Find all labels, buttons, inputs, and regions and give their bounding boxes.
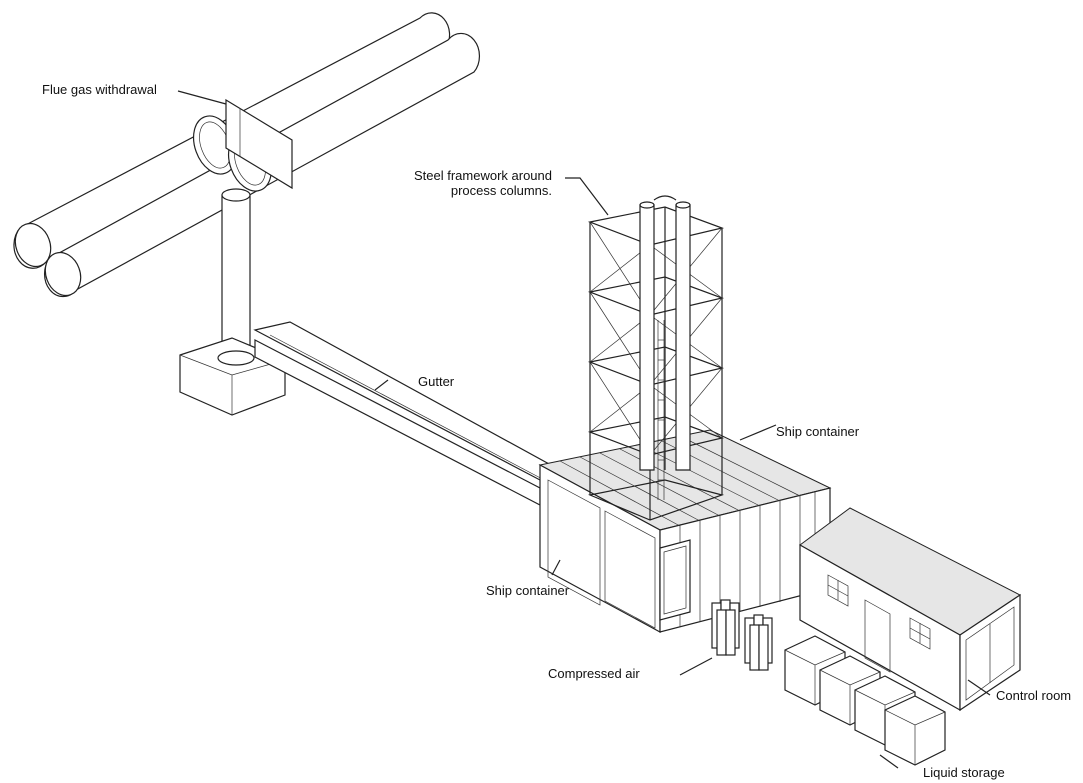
label-steel-framework: Steel framework around process columns.: [388, 168, 552, 198]
label-gutter: Gutter: [418, 374, 455, 389]
label-compressed-air: Compressed air: [548, 666, 640, 681]
liquid-storage-totes: [784, 635, 946, 766]
label-steel-framework-line1: Steel framework around: [413, 168, 552, 183]
ship-containers: [538, 429, 832, 634]
label-flue-gas-withdrawal: Flue gas withdrawal: [42, 82, 157, 97]
label-ship-container-left: Ship container: [486, 583, 570, 598]
label-control-room: Control room: [996, 688, 1072, 703]
leader-lines: [177, 90, 991, 769]
flue-gas-pipes: [13, 12, 480, 298]
label-steel-framework-line2: process columns.: [450, 183, 552, 198]
gutter: [253, 321, 562, 506]
compressed-air-cylinders: [711, 599, 773, 671]
control-room: [799, 507, 1021, 712]
steel-framework: [587, 195, 725, 521]
label-liquid-storage: Liquid storage: [923, 765, 1005, 780]
label-ship-container-right: Ship container: [776, 424, 860, 439]
